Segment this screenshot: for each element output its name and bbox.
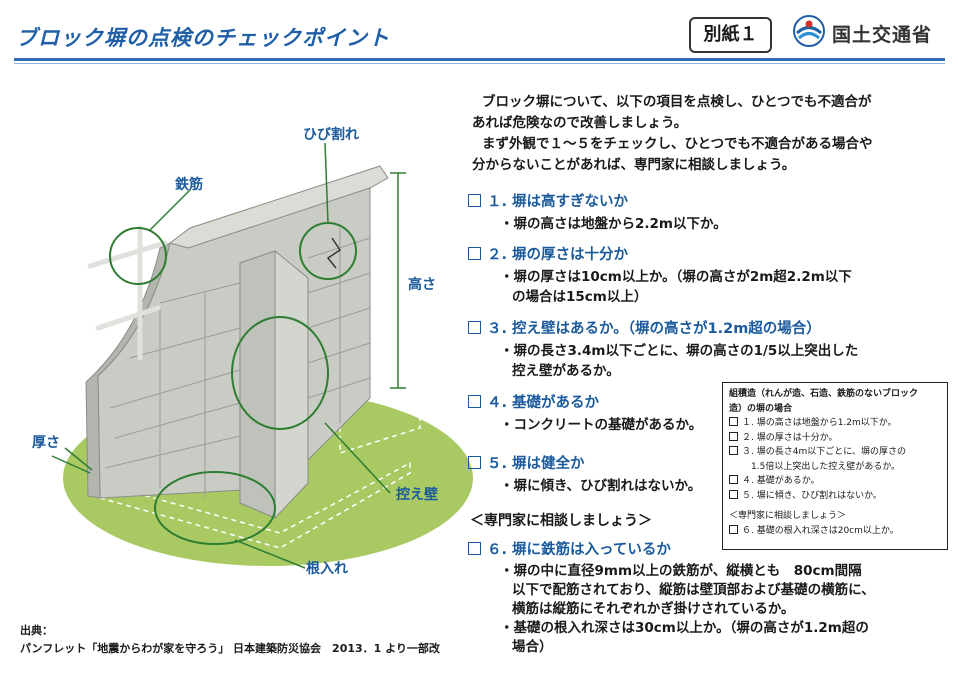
check-item-2: ２. 塀の厚さは十分か ・塀の厚さは10cm以上か。（塀の高さが2m超2.2m以… — [468, 243, 948, 307]
sidebox-item: ２. 塀の厚さは十分か。 — [742, 432, 838, 443]
sidebox-heading: 組積造（れんが造、石造、鉄筋のないブロック — [729, 389, 919, 399]
item-heading: ２. 塀の厚さは十分か — [487, 247, 629, 263]
source-text: パンフレット「地震からわが家を守ろう」 日本建築防災協会 2013．1 より一部… — [20, 642, 440, 655]
sidebox-consult: ＜専門家に相談しましょう＞ — [729, 511, 847, 521]
item-detail: ・塀の中に直径9mm以上の鉄筋が、縦横とも 80cm間隔 — [500, 563, 862, 579]
intro-line: まず外観で１～５をチェックし、ひとつでも不適合がある場合や — [482, 136, 873, 152]
intro-line: 分からないことがあれば、専門家に相談しましょう。 — [472, 157, 796, 173]
header: ブロック塀の点検のチェックポイント 別紙１ 国土交通省 — [0, 0, 959, 66]
thickness-dimension — [51, 447, 93, 474]
attachment-badge: 別紙１ — [689, 17, 772, 53]
label-buttress: 控え壁 — [396, 487, 438, 503]
item-detail: ・塀に傾き、ひび割れはないか。 — [500, 478, 702, 494]
item-detail: ・塀の高さは地盤から2.2m以下か。 — [500, 216, 727, 232]
check-item-4: ４. 基礎があるか ・コンクリートの基礎があるか。 — [468, 391, 948, 435]
rebar-bars — [87, 225, 168, 361]
wall-illustration: 鉄筋 ひび割れ 高さ 厚さ 控え壁 根入れ — [10, 78, 480, 598]
source-label: 出典： — [20, 624, 53, 637]
masonry-wall-checklist-box: 組積造（れんが造、石造、鉄筋のないブロック 造）の塀の場合 １. 塀の高さは地盤… — [722, 382, 948, 550]
foundation-outline — [99, 461, 411, 549]
check-item-6: ６. 塀に鉄筋は入っているか ・塀の中に直径9mm以上の鉄筋が、縦横とも 80c… — [468, 538, 948, 657]
item-detail: 以下で配筋されており、縦筋は壁頂部および基礎の横筋に、 — [512, 582, 875, 598]
checkbox-icon[interactable] — [729, 475, 738, 484]
wall-thickness-face — [85, 242, 171, 499]
item-heading: ４. 基礎があるか — [487, 395, 600, 411]
label-rebar: 鉄筋 — [175, 177, 203, 193]
item-detail: 控え壁があるか。 — [512, 363, 620, 379]
checkbox-icon[interactable] — [468, 193, 481, 207]
wall-cap — [168, 165, 389, 249]
buttress-side — [239, 250, 276, 519]
sidebox-item: 1.5倍以上突出した控え壁があるか。 — [751, 461, 901, 472]
checkbox-icon[interactable] — [468, 320, 481, 334]
label-height: 高さ — [408, 277, 436, 293]
source-citation: 出典： パンフレット「地震からわが家を守ろう」 日本建築防災協会 2013．1 … — [20, 622, 440, 658]
item-detail: ・コンクリートの基礎があるか。 — [500, 417, 703, 433]
checkbox-icon[interactable] — [729, 431, 738, 441]
intro-text: ブロック塀について、以下の項目を点検し、ひとつでも不適合が あれば危険なので改善… — [472, 92, 942, 176]
item-heading: １. 塀は高すぎないか — [487, 194, 629, 210]
checkbox-icon[interactable] — [729, 489, 738, 499]
checkbox-icon[interactable] — [729, 417, 738, 426]
check-item-3: ３. 控え壁はあるか。（塀の高さが1.2m超の場合） ・塀の長さ3.4m以下ごと… — [468, 317, 948, 381]
item-heading: ５. 塀は健全か — [487, 456, 585, 472]
highlight-circles — [109, 222, 357, 545]
item-detail: 場合） — [512, 639, 553, 655]
header-divider — [14, 58, 945, 61]
intro-line: ブロック塀について、以下の項目を点検し、ひとつでも不適合が — [482, 94, 872, 110]
item-detail: ・塀の長さ3.4m以下ごとに、塀の高さの1/5以上突出した — [500, 343, 859, 359]
block-wall-diagram — [51, 142, 473, 569]
check-item-1: １. 塀は高すぎないか ・塀の高さは地盤から2.2m以下か。 — [468, 190, 948, 234]
sidebox-item: ３. 塀の長さ4m以下ごとに、塀の厚さの — [742, 447, 906, 457]
check-item-5: ５. 塀は健全か ・塀に傾き、ひび割れはないか。 — [468, 452, 948, 496]
checkbox-icon[interactable] — [729, 446, 738, 455]
label-thickness: 厚さ — [32, 435, 60, 451]
sidebox-item: ４. 基礎があるか。 — [742, 476, 820, 486]
item-detail: の場合は15cm以上） — [512, 289, 648, 305]
label-embedment: 根入れ — [306, 561, 348, 577]
checkbox-icon[interactable] — [729, 524, 738, 534]
ministry-name: 国土交通省 — [832, 24, 933, 46]
page-title: ブロック塀の点検のチェックポイント — [16, 26, 390, 50]
checkbox-icon[interactable] — [468, 455, 481, 469]
height-dimension — [390, 172, 406, 389]
header-divider-thin — [14, 63, 945, 64]
sidebox-item: ５. 塀に傾き、ひび割れはないか。 — [742, 490, 882, 501]
item-heading: ６. 塀に鉄筋は入っているか — [487, 542, 671, 558]
item-heading: ３. 控え壁はあるか。（塀の高さが1.2m超の場合） — [487, 321, 821, 337]
sidebox-item: ６. 基礎の根入れ深さは20cm以上か。 — [742, 525, 899, 536]
checkbox-icon[interactable] — [468, 394, 481, 408]
block-lines — [104, 228, 371, 498]
sidebox-heading: 造）の塀の場合 — [729, 403, 793, 414]
crack-mark — [326, 237, 342, 269]
consult-note: ＜専門家に相談しましょう＞ — [470, 513, 652, 529]
buttress-foundation-outline — [339, 381, 421, 455]
item-detail: 横筋は縦筋にそれぞれかぎ掛けされているか。 — [512, 601, 795, 617]
item-detail: ・塀の厚さは10cm以上か。（塀の高さが2m超2.2m以下 — [500, 269, 852, 285]
sidebox-item: １. 塀の高さは地盤から1.2m以下か。 — [742, 418, 897, 428]
leader-lines — [149, 142, 391, 569]
item-detail: ・基礎の根入れ深さは30cm以上か。（塀の高さが1.2m超の — [500, 620, 869, 636]
ministry-logo-icon — [793, 15, 825, 47]
intro-line: あれば危険なので改善しましょう。 — [472, 115, 688, 131]
label-crack: ひび割れ — [303, 127, 359, 143]
checkbox-icon[interactable] — [468, 246, 481, 260]
checkbox-icon[interactable] — [468, 541, 481, 555]
